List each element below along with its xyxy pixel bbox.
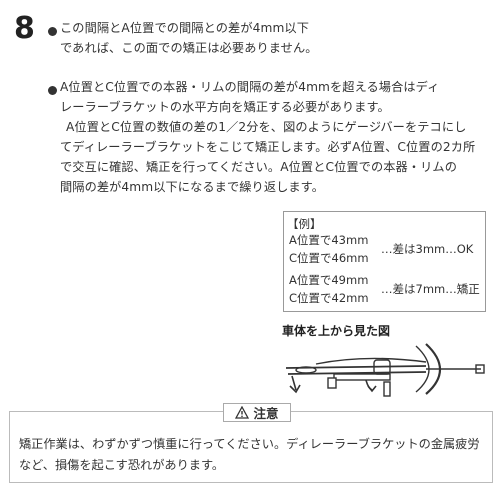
para1-line-1: この間隔とA位置での間隔との差が4mm以下 [60, 21, 310, 35]
figure-title: 車体を上から見た図 [282, 324, 391, 338]
para2-line-6: 間隔の差が4mm以下になるまで繰り返します。 [60, 180, 325, 194]
para2-line-5: で交互に確認、矯正を行ってください。A位置とC位置での本器・リムの [60, 160, 457, 174]
para2-line-2: レーラーブラケットの水平方向を矯正する必要があります。 [60, 100, 390, 114]
bullet-icon [48, 27, 57, 36]
warning-triangle-icon [235, 406, 250, 419]
para2-line-3: A位置とC位置の数値の差の1／2分を、図のようにゲージバーをテコにし [66, 120, 467, 134]
example-case2-result: …差は7mm…矯正 [381, 282, 480, 296]
para2-line-1: A位置とC位置での本器・リムの間隔の差が4mmを超える場合はディ [60, 80, 440, 94]
example-case1-line1: A位置で43mm [289, 233, 369, 247]
example-case2-line1: A位置で49mm [289, 273, 369, 287]
para2-line-4: てディレーラーブラケットをこじて矯正します。必ずA位置、C位置の2カ所 [60, 140, 476, 154]
caution-label: 注意 [253, 406, 279, 421]
bicycle-top-view-illustration [285, 343, 485, 397]
example-header: 【例】 [287, 217, 322, 231]
caution-tab: 注意 [223, 403, 291, 422]
example-case1-result: …差は3mm…OK [381, 242, 474, 256]
bullet-icon [48, 86, 57, 95]
caution-line-1: 矯正作業は、わずかずつ慎重に行ってください。ディレーラーブラケットの金属疲労 [19, 437, 480, 451]
caution-line-2: など、損傷を起こす恐れがあります。 [19, 458, 225, 472]
example-case1-line2: C位置で46mm [289, 251, 369, 265]
example-case2-line2: C位置で42mm [289, 291, 369, 305]
example-box [283, 211, 486, 312]
para1-line-2: であれば、この面での矯正は必要ありません。 [60, 41, 318, 55]
step-number: 8 [14, 11, 35, 46]
